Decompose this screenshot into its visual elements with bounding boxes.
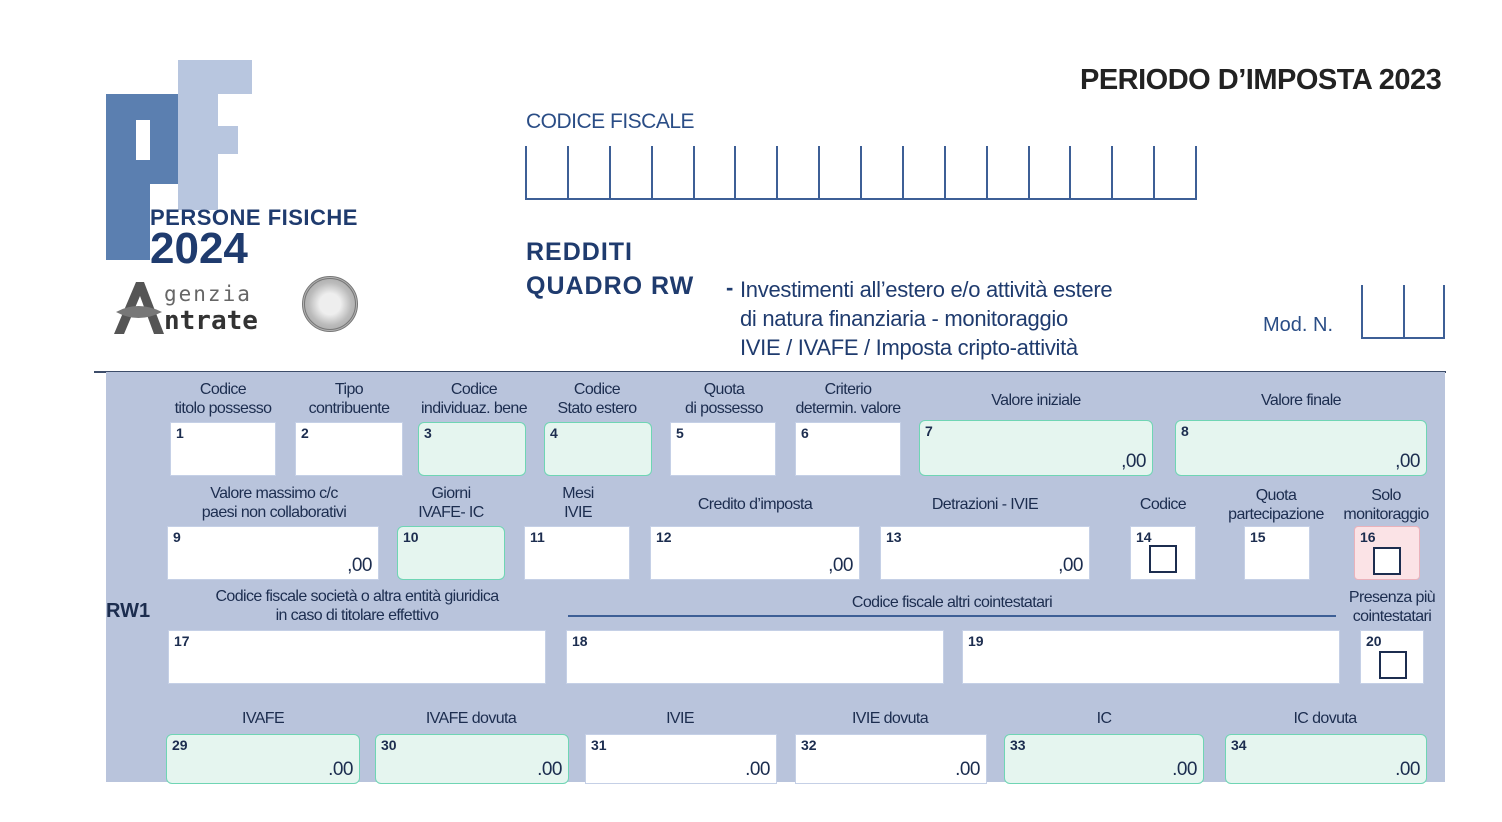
- pf-logo-f-top: [178, 60, 252, 94]
- redditi-title: REDDITI: [526, 238, 633, 266]
- mod-n-label: Mod. N.: [1263, 314, 1334, 336]
- codice-fiscale-char-box[interactable]: [566, 146, 609, 198]
- field-33-ic[interactable]: 33.00: [1004, 734, 1204, 784]
- field-15-quota[interactable]: 15: [1244, 526, 1310, 580]
- field-3[interactable]: 3: [418, 422, 526, 476]
- field-34-ic-dovuta[interactable]: 34.00: [1225, 734, 1427, 784]
- entrate-text: ntrate: [164, 306, 258, 336]
- persone-fisiche-title: PERSONE FISICHE: [150, 205, 358, 230]
- field-11-mesi[interactable]: 11: [524, 526, 630, 580]
- field-14: 14: [1130, 526, 1196, 580]
- label-codice-fiscale-societa: Codice fiscale società o altra entità gi…: [215, 588, 499, 624]
- field-16: 16: [1354, 526, 1420, 580]
- label-ivie: IVIE: [666, 710, 694, 727]
- label-ivafe-dovuta: IVAFE dovuta: [425, 710, 517, 727]
- label-ivie-dovuta: IVIE dovuta: [851, 710, 929, 727]
- logo-year: 2024: [150, 224, 248, 273]
- field-31-ivie[interactable]: 31.00: [585, 734, 777, 784]
- pf-logo-overlap: [150, 94, 178, 184]
- label-credito-imposta: Credito d’imposta: [697, 496, 813, 513]
- field-32-ivie-dovuta[interactable]: 32.00: [795, 734, 987, 784]
- republic-emblem-icon: [302, 276, 358, 332]
- field-29-ivafe[interactable]: 29.00: [166, 734, 360, 784]
- codice-fiscale-char-box[interactable]: [1153, 146, 1197, 198]
- label-altri-cointestatari: Codice fiscale altri cointestatari: [851, 594, 1053, 611]
- quadro-desc-line-2: di natura finanziaria - monitoraggio: [740, 306, 1068, 331]
- codice-fiscale-char-box[interactable]: [734, 146, 776, 198]
- codice-fiscale-char-box[interactable]: [608, 146, 651, 198]
- codice-fiscale-char-box[interactable]: [1069, 146, 1111, 198]
- cointestatari-rule: [568, 615, 1336, 617]
- agenzia-entrate-logo: genzia ntrate: [110, 278, 310, 338]
- field-14-checkbox[interactable]: [1149, 545, 1177, 573]
- codice-fiscale-char-box[interactable]: [860, 146, 902, 198]
- agenzia-a-icon: [114, 282, 164, 334]
- field-2[interactable]: 2: [295, 422, 403, 476]
- row-label-rw1: RW1: [106, 600, 151, 622]
- field-19[interactable]: 19: [962, 630, 1340, 684]
- codice-fiscale-char-box[interactable]: [818, 146, 860, 198]
- quadro-desc-line-1: Investimenti all’estero e/o attività est…: [740, 277, 1113, 302]
- pf-logo: [106, 60, 366, 270]
- field-7-valore-iniziale[interactable]: 7,00: [919, 420, 1153, 476]
- field-20: 20: [1360, 630, 1424, 684]
- codice-fiscale-char-box[interactable]: [943, 146, 986, 198]
- codice-fiscale-label: CODICE FISCALE: [526, 110, 695, 133]
- field-18[interactable]: 18: [566, 630, 944, 684]
- codice-fiscale-input[interactable]: [525, 146, 1197, 200]
- field-13-detrazioni[interactable]: 13,00: [880, 526, 1090, 580]
- label-codice-14: Codice: [1139, 496, 1187, 513]
- codice-fiscale-char-box[interactable]: [1111, 146, 1153, 198]
- codice-fiscale-char-box[interactable]: [692, 146, 735, 198]
- quadro-dash: -: [726, 275, 734, 300]
- periodo-imposta: PERIODO D’IMPOSTA 2023: [1080, 64, 1442, 96]
- field-4[interactable]: 4: [544, 422, 652, 476]
- label-ivafe: IVAFE: [241, 710, 285, 727]
- quadro-description: Investimenti all’estero e/o attività est…: [740, 275, 1113, 362]
- field-10-giorni[interactable]: 10: [397, 526, 505, 580]
- codice-fiscale-char-box[interactable]: [901, 146, 944, 198]
- codice-fiscale-char-box[interactable]: [525, 146, 567, 198]
- codice-fiscale-char-box[interactable]: [1027, 146, 1070, 198]
- field-6[interactable]: 6: [795, 422, 901, 476]
- field-30-ivafe-dovuta[interactable]: 30.00: [375, 734, 569, 784]
- codice-fiscale-char-box[interactable]: [650, 146, 693, 198]
- codice-fiscale-char-box[interactable]: [985, 146, 1028, 198]
- label-valore-iniziale: Valore iniziale: [991, 392, 1081, 409]
- field-17[interactable]: 17: [168, 630, 546, 684]
- field-16-checkbox[interactable]: [1373, 547, 1401, 575]
- codice-fiscale-char-box[interactable]: [776, 146, 818, 198]
- label-detrazioni: Detrazioni - IVIE: [931, 496, 1039, 513]
- field-12-credito[interactable]: 12,00: [650, 526, 860, 580]
- field-1[interactable]: 1: [170, 422, 276, 476]
- label-valore-finale: Valore finale: [1261, 392, 1342, 409]
- field-8-valore-finale[interactable]: 8,00: [1175, 420, 1427, 476]
- agenzia-text: genzia: [164, 282, 252, 306]
- field-20-checkbox[interactable]: [1379, 651, 1407, 679]
- pf-logo-f-mid: [178, 126, 238, 154]
- mod-n-input[interactable]: [1361, 285, 1445, 339]
- label-ic: IC: [1096, 710, 1112, 727]
- label-ic-dovuta: IC dovuta: [1293, 710, 1357, 727]
- mod-n-divider: [1403, 285, 1405, 337]
- field-9[interactable]: 9,00: [167, 526, 379, 580]
- quadro-title: QUADRO RW: [526, 272, 695, 300]
- quadro-desc-line-3: IVIE / IVAFE / Imposta cripto-attività: [740, 335, 1078, 360]
- field-5[interactable]: 5: [670, 422, 776, 476]
